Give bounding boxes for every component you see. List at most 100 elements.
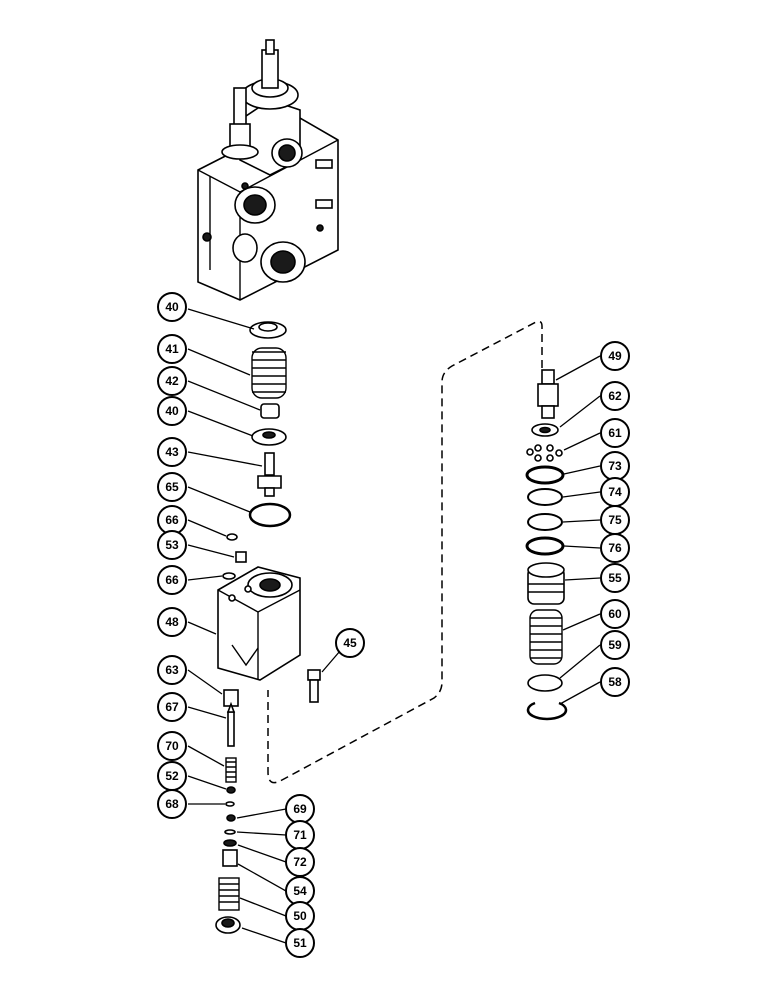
nut-51 bbox=[215, 916, 241, 934]
callout-circle bbox=[157, 472, 187, 502]
callout-number: 48 bbox=[165, 615, 179, 629]
callout-number: 41 bbox=[165, 342, 179, 356]
callout-number: 74 bbox=[608, 485, 622, 499]
callout-circle bbox=[157, 692, 187, 722]
callout-c40b: 40 bbox=[157, 396, 187, 426]
callout-number: 50 bbox=[293, 909, 307, 923]
callout-circle bbox=[600, 381, 630, 411]
callout-number: 42 bbox=[165, 374, 179, 388]
callout-circle bbox=[335, 628, 365, 658]
bolt-45 bbox=[307, 669, 321, 703]
washer-72 bbox=[223, 839, 237, 847]
snap-ring-58 bbox=[526, 701, 568, 721]
callout-c73: 73 bbox=[600, 451, 630, 481]
callout-c61: 61 bbox=[600, 418, 630, 448]
callout-c74: 74 bbox=[600, 477, 630, 507]
callout-c40a: 40 bbox=[157, 292, 187, 322]
callout-circle bbox=[600, 341, 630, 371]
callout-c65: 65 bbox=[157, 472, 187, 502]
callout-circle bbox=[157, 437, 187, 467]
callout-c71: 71 bbox=[285, 820, 315, 850]
washer-40-lower bbox=[251, 428, 287, 446]
callout-c66a: 66 bbox=[157, 505, 187, 535]
relief-cartridge-49 bbox=[537, 369, 559, 419]
washer-62 bbox=[531, 423, 559, 437]
callout-number: 63 bbox=[165, 663, 179, 677]
callout-c59: 59 bbox=[600, 630, 630, 660]
spring-70 bbox=[225, 757, 237, 783]
callout-c67: 67 bbox=[157, 692, 187, 722]
callout-number: 49 bbox=[608, 349, 622, 363]
piston-55 bbox=[527, 562, 565, 605]
seal-68 bbox=[225, 801, 235, 807]
callout-number: 55 bbox=[608, 571, 622, 585]
callout-circle bbox=[157, 731, 187, 761]
callout-circle bbox=[157, 530, 187, 560]
callout-c55: 55 bbox=[600, 563, 630, 593]
callout-circle bbox=[157, 655, 187, 685]
callout-circle bbox=[285, 928, 315, 958]
callout-number: 70 bbox=[165, 739, 179, 753]
callout-number: 66 bbox=[165, 573, 179, 587]
leader-lines bbox=[187, 308, 601, 944]
callout-c70: 70 bbox=[157, 731, 187, 761]
callout-c66b: 66 bbox=[157, 565, 187, 595]
callout-number: 61 bbox=[608, 426, 622, 440]
callout-number: 58 bbox=[608, 675, 622, 689]
callout-number: 40 bbox=[165, 404, 179, 418]
callout-c69: 69 bbox=[285, 794, 315, 824]
spacer-42 bbox=[260, 403, 280, 419]
callout-c45: 45 bbox=[335, 628, 365, 658]
end-cap-48 bbox=[217, 566, 301, 681]
callout-number: 54 bbox=[293, 884, 307, 898]
callout-c43: 43 bbox=[157, 437, 187, 467]
callout-number: 67 bbox=[165, 700, 179, 714]
dashed-pipe-line bbox=[267, 320, 543, 784]
callout-number: 53 bbox=[165, 538, 179, 552]
callout-circle bbox=[600, 599, 630, 629]
callout-c51: 51 bbox=[285, 928, 315, 958]
callout-c76: 76 bbox=[600, 533, 630, 563]
callout-circle bbox=[600, 418, 630, 448]
callout-c63: 63 bbox=[157, 655, 187, 685]
callout-circle bbox=[157, 366, 187, 396]
ring-74 bbox=[527, 488, 563, 506]
callout-number: 75 bbox=[608, 513, 622, 527]
callout-circle bbox=[157, 607, 187, 637]
callout-number: 43 bbox=[165, 445, 179, 459]
callout-c41: 41 bbox=[157, 334, 187, 364]
seal-69 bbox=[226, 814, 236, 822]
callout-number: 66 bbox=[165, 513, 179, 527]
callout-number: 76 bbox=[608, 541, 622, 555]
plug-54 bbox=[222, 849, 238, 867]
callout-number: 51 bbox=[293, 936, 307, 950]
ring-73 bbox=[525, 465, 565, 485]
callout-number: 59 bbox=[608, 638, 622, 652]
callout-circle bbox=[157, 292, 187, 322]
callout-number: 45 bbox=[343, 636, 357, 650]
callout-circle bbox=[157, 789, 187, 819]
callout-circle bbox=[600, 667, 630, 697]
pin-67 bbox=[226, 701, 236, 747]
callout-number: 60 bbox=[608, 607, 622, 621]
ring-76 bbox=[525, 536, 565, 556]
callout-circle bbox=[600, 533, 630, 563]
callout-c48: 48 bbox=[157, 607, 187, 637]
disc-59 bbox=[527, 674, 563, 692]
callout-c72: 72 bbox=[285, 847, 315, 877]
callout-circle bbox=[157, 334, 187, 364]
spring-41 bbox=[251, 347, 287, 399]
callout-c53: 53 bbox=[157, 530, 187, 560]
callout-c68: 68 bbox=[157, 789, 187, 819]
callout-c54: 54 bbox=[285, 876, 315, 906]
callout-circle bbox=[600, 563, 630, 593]
washer-40-upper bbox=[249, 321, 287, 339]
ring-75 bbox=[527, 513, 563, 531]
callout-circle bbox=[157, 396, 187, 426]
spring-50 bbox=[218, 877, 240, 911]
sleeve-53 bbox=[235, 551, 247, 563]
callout-circle bbox=[600, 630, 630, 660]
